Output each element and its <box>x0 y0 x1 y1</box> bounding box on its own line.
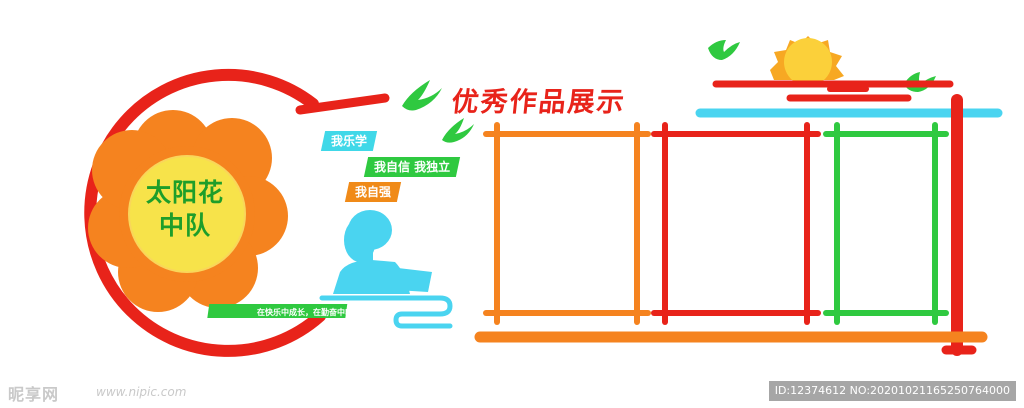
watermark-logo: 昵享网 <box>8 385 60 404</box>
squad-name-line2: 中队 <box>158 211 211 240</box>
motto-tag: 我自强 <box>344 182 402 202</box>
dove-icon <box>402 80 442 111</box>
squad-name: 太阳花 中队 <box>125 176 245 242</box>
reading-girl-silhouette <box>333 210 432 294</box>
sun-icon <box>770 36 844 86</box>
motto-tag: 我乐学 <box>320 131 378 151</box>
watermark-id: ID:12374612 NO:20201021165250764000 <box>768 381 1016 401</box>
page-title: 优秀作品展示 <box>450 87 628 118</box>
motto-tag-label: 我乐学 <box>331 134 368 148</box>
artwork-frame-1 <box>483 122 651 325</box>
ring-swoosh <box>295 93 390 115</box>
artwork-frame-3 <box>823 122 949 325</box>
motto-tag: 我自信 我独立 <box>363 157 461 177</box>
motto-tag-label: 我自信 我独立 <box>374 160 451 174</box>
squad-name-line1: 太阳花 <box>145 178 224 207</box>
slogan-text: 在快乐中成长，在勤奋中收获 <box>257 308 361 317</box>
flower-logo <box>88 110 288 312</box>
dove-icon <box>442 118 474 143</box>
slogan-bar <box>207 304 348 318</box>
dove-icon <box>708 40 740 60</box>
motto-tag-label: 我自强 <box>355 185 392 199</box>
artwork-frame-2 <box>651 122 821 325</box>
cyan-ribbon <box>319 295 453 329</box>
watermark-url: www.nipic.com <box>96 385 187 399</box>
